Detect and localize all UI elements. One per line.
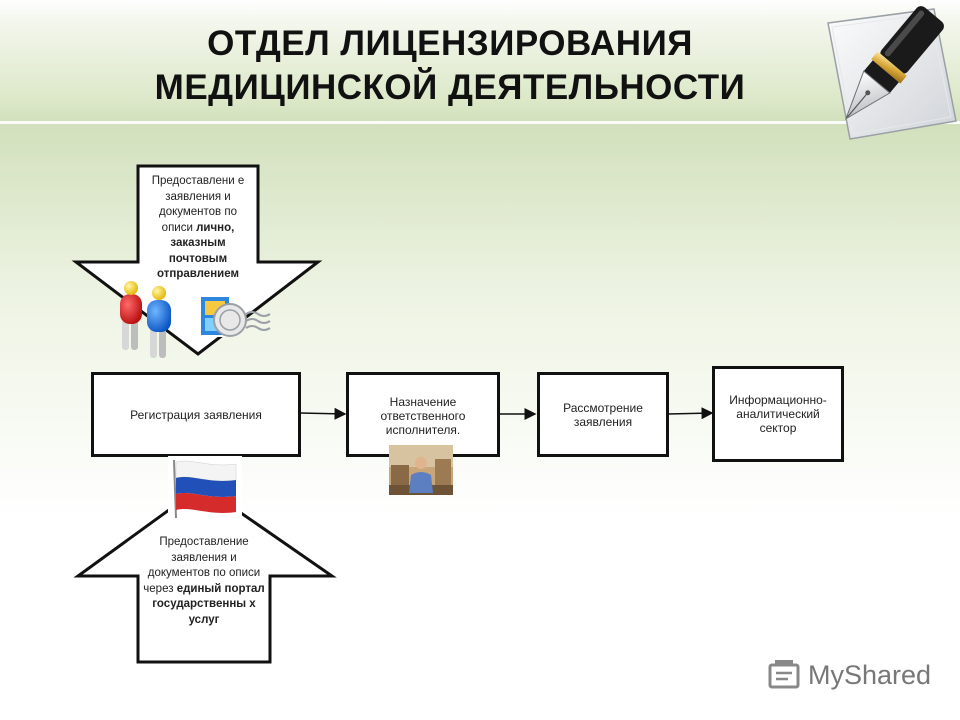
person-photo bbox=[389, 445, 453, 495]
top-arrow-text-normal: Предоставлени е заявления и документов п… bbox=[151, 175, 245, 234]
step-info-sector-label: Информационно-аналитический сектор bbox=[729, 393, 827, 435]
title-line-1: ОТДЕЛ ЛИЦЕНЗИРОВАНИЯ bbox=[207, 24, 693, 63]
pen-icon bbox=[827, 6, 957, 140]
top-arrow-text-bold: лично, заказным почтовым отправлением bbox=[157, 221, 239, 281]
step-registration-label: Регистрация заявления bbox=[130, 407, 262, 422]
step-assign-executor: Назначение ответственного исполнителя. bbox=[346, 372, 500, 457]
bottom-arrow-text: Предоставление заявления и документов по… bbox=[142, 535, 266, 628]
mail-stamp-icon bbox=[199, 295, 271, 337]
myshared-logo-icon bbox=[768, 660, 800, 689]
people-icon bbox=[120, 281, 171, 358]
title-divider bbox=[0, 121, 960, 124]
up-arrow-shape bbox=[73, 484, 337, 664]
step-assign-executor-label: Назначение ответственного исполнителя. bbox=[380, 395, 466, 437]
step-review: Рассмотрение заявления bbox=[537, 372, 669, 457]
connector-3 bbox=[667, 407, 714, 420]
step-registration: Регистрация заявления bbox=[91, 372, 301, 457]
connector-1 bbox=[299, 407, 347, 420]
watermark-text: MyShared bbox=[808, 659, 932, 690]
bottom-arrow-text-bold: единый портал государственны х услуг bbox=[152, 582, 265, 626]
top-arrow-text: Предоставлени е заявления и документов п… bbox=[142, 174, 254, 283]
bottom-arrow-text-normal: Предоставление заявления и документов по… bbox=[143, 536, 261, 595]
step-review-label: Рассмотрение заявления bbox=[563, 401, 643, 429]
title-line-2: МЕДИЦИНСКОЙ ДЕЯТЕЛЬНОСТИ bbox=[154, 68, 746, 107]
step-info-sector: Информационно-аналитический сектор bbox=[712, 366, 844, 462]
myshared-watermark: MyShared bbox=[766, 655, 931, 695]
page-title: ОТДЕЛ ЛИЦЕНЗИРОВАНИЯ МЕДИЦИНСКОЙ ДЕЯТЕЛЬ… bbox=[90, 22, 810, 110]
russian-flag-icon bbox=[168, 456, 242, 520]
